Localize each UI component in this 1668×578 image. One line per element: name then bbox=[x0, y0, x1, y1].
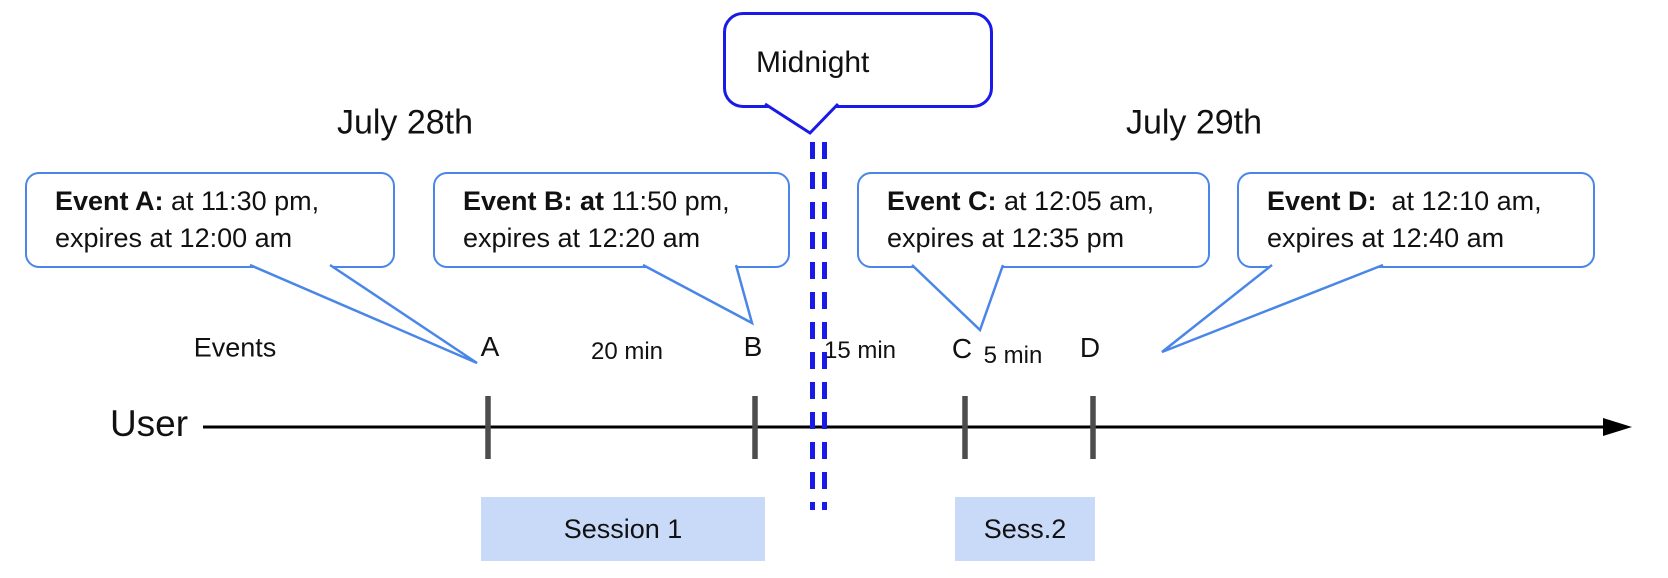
tick-label-b: B bbox=[743, 331, 763, 362]
tick-label-a: A bbox=[480, 331, 500, 362]
event-c-expiry: expires at 12:35 pm bbox=[887, 223, 1125, 253]
timeline-arrowhead-icon bbox=[1603, 418, 1632, 436]
event-b-line1: Event B: at 11:50 pm, bbox=[463, 183, 778, 220]
event-a-title: Event A: bbox=[55, 186, 164, 216]
event-d-line1: Event D: at 12:10 am, bbox=[1267, 183, 1583, 220]
midnight-label: Midnight bbox=[756, 46, 870, 79]
event-a-line1: Event A: at 11:30 pm, bbox=[55, 183, 383, 220]
event-b-time: 11:50 pm, bbox=[604, 186, 730, 216]
events-row-label: Events bbox=[193, 332, 277, 363]
event-c-callout-tail bbox=[911, 264, 1005, 333]
event-c-title: Event C: bbox=[887, 186, 997, 216]
midnight-callout: Midnight bbox=[723, 12, 993, 108]
event-d-callout-tail bbox=[1161, 263, 1384, 354]
session-2-box: Sess.2 bbox=[955, 497, 1095, 561]
event-b-expiry: expires at 12:20 am bbox=[463, 223, 701, 253]
interval-label-20min: 20 min bbox=[590, 338, 664, 365]
user-axis-label: User bbox=[109, 403, 189, 444]
event-d-expiry: expires at 12:40 am bbox=[1267, 223, 1505, 253]
event-a-time: at 11:30 pm, bbox=[163, 186, 320, 216]
event-c-line1: Event C: at 12:05 am, bbox=[887, 183, 1198, 220]
event-b-callout-tail bbox=[642, 263, 754, 326]
event-b-callout: Event B: at 11:50 pm, expires at 12:20 a… bbox=[433, 172, 790, 268]
interval-label-15min: 15 min bbox=[823, 337, 897, 364]
date-july-29: July 29th bbox=[1125, 103, 1263, 142]
event-a-callout: Event A: at 11:30 pm, expires at 12:00 a… bbox=[25, 172, 395, 268]
event-a-expiry: expires at 12:00 am bbox=[55, 223, 293, 253]
event-b-title: Event B: at bbox=[463, 186, 605, 216]
midnight-callout-tail bbox=[764, 102, 840, 135]
event-d-callout: Event D: at 12:10 am, expires at 12:40 a… bbox=[1237, 172, 1595, 268]
session-1-label: Session 1 bbox=[563, 513, 683, 544]
tick-label-d: D bbox=[1079, 332, 1101, 363]
event-c-callout: Event C: at 12:05 am, expires at 12:35 p… bbox=[857, 172, 1210, 268]
session-1-box: Session 1 bbox=[481, 497, 765, 561]
event-c-time: at 12:05 am, bbox=[996, 186, 1155, 216]
event-a-callout-tail bbox=[249, 263, 478, 365]
session-2-label: Sess.2 bbox=[983, 513, 1067, 544]
interval-label-5min: 5 min bbox=[983, 342, 1043, 369]
event-d-time: at 12:10 am, bbox=[1376, 186, 1542, 216]
event-d-title: Event D: bbox=[1267, 186, 1377, 216]
tick-label-c: C bbox=[951, 333, 973, 364]
date-july-28: July 28th bbox=[336, 103, 474, 142]
